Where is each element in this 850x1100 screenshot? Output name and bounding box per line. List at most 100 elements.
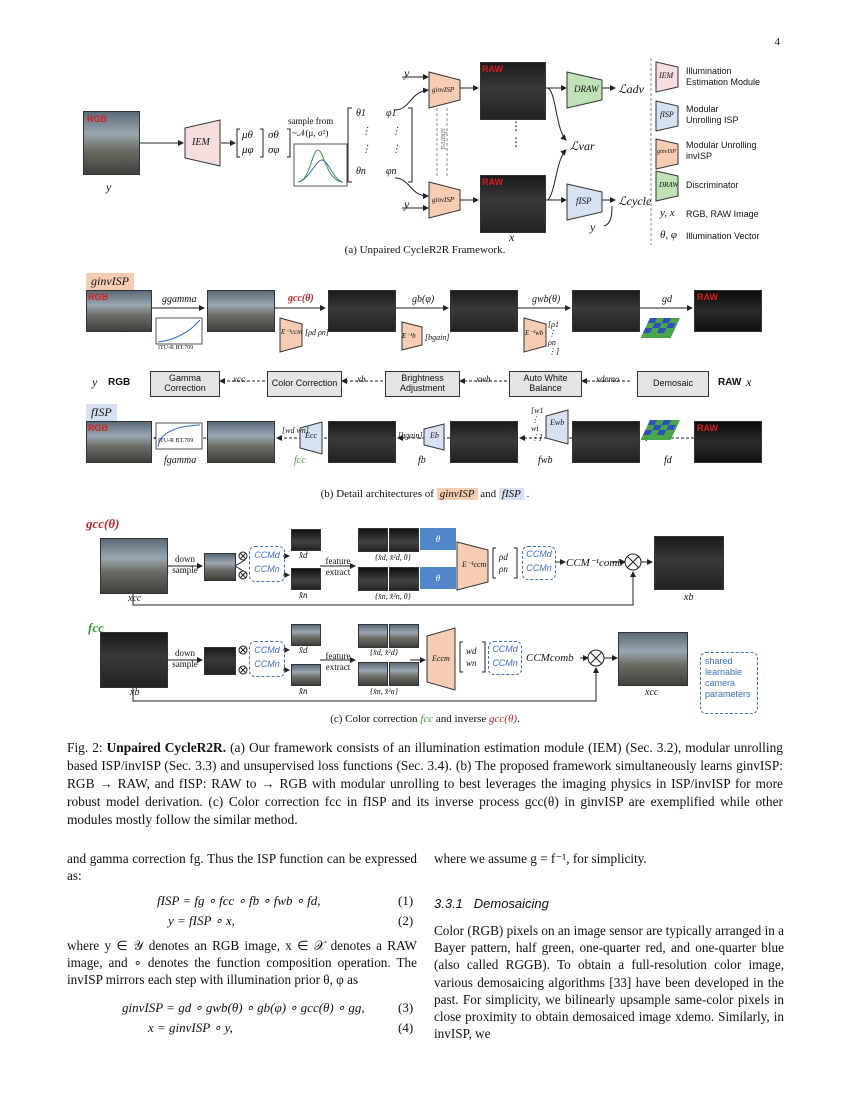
sample-dist: ~𝒩(μ, σ²)	[292, 128, 329, 138]
g-row-img-6	[694, 290, 762, 332]
legend-icon-fisp: fISP	[660, 110, 674, 119]
gcc-rho-pair: ρd ρn	[499, 552, 508, 574]
legend-icon-iem: IEM	[659, 71, 674, 80]
legend-icon-draw: DRAW	[659, 181, 679, 189]
g-row-img-2	[207, 290, 275, 332]
b-gain-bottom: [bgain]	[398, 431, 423, 440]
g-invisp-title: ginvISP	[86, 273, 134, 290]
sigma-theta: σθ	[268, 129, 279, 141]
ewb-inv-top: E⁻¹wb	[525, 329, 544, 337]
g-cc-label: gcc(θ)	[288, 293, 314, 304]
f-d-label: fd	[664, 455, 672, 466]
mu-phi: μφ	[242, 144, 254, 156]
rgb-tag: RGB	[87, 114, 107, 124]
fcc-e-ccm: Eccm	[432, 654, 450, 663]
fcc-feature-extract: feature extract	[325, 651, 351, 672]
equation-3-number: (3)	[398, 1000, 414, 1015]
mid-label-xwb: xwb	[476, 374, 491, 384]
mu-theta: μθ	[242, 129, 253, 141]
fcc-ccm-n-2: CCMn	[492, 658, 518, 668]
iem-label: IEM	[192, 137, 210, 148]
stage-demosaic: Demosaic	[637, 371, 709, 397]
raw-dots: ⋮⋮	[510, 119, 522, 149]
fig-c-caption: (c) Color correction fcc and inverse gcc…	[330, 713, 520, 725]
gcc-ccm-d-2: CCMd	[526, 549, 552, 559]
equation-2-number: (2)	[398, 913, 414, 928]
legend-icon-ginv: ginvISP	[657, 149, 676, 155]
equation-4: x = ginvISP ∘ y,	[148, 1020, 233, 1035]
gcc-ccm-shared: CCMd CCMn	[249, 546, 285, 582]
gcc-feat-n-2	[389, 567, 419, 591]
fcc-xhat-n: x̂n	[299, 686, 308, 696]
shared-label: shared	[439, 128, 448, 150]
theta-dots-2: ⋮	[361, 144, 371, 155]
mid-left-y: y	[92, 375, 98, 389]
w-vec-bottom: [w1 ⋮ wi ⋮]	[531, 406, 544, 442]
fcc-ccm-d: CCMd	[254, 645, 280, 655]
y-cycle: y	[590, 220, 596, 234]
stage-auto-white-balance: Auto White Balance	[509, 371, 582, 397]
mid-label-xcc: xcc	[233, 374, 245, 384]
right-paragraph-2: Color (RGB) pixels on an image sensor ar…	[434, 923, 784, 1042]
gcc-xhat-d: x̂d	[299, 550, 308, 560]
rho-pair-top: [ρd ρn]	[305, 328, 329, 337]
y-in-top: y	[404, 66, 410, 80]
ewb-bottom: Ewb	[550, 418, 565, 427]
gcc-output-image	[654, 536, 724, 590]
fcc-set-n: {x̂n, x̂²n}	[370, 687, 398, 696]
gcc-ccm-comb-inv: CCM⁻¹comb	[566, 557, 623, 569]
section-3-3-1-heading: 3.3.1 Demosaicing	[434, 896, 549, 911]
itu-bottom: ITU-R BT.709	[158, 438, 194, 444]
fcc-ccm-n: CCMn	[254, 659, 280, 669]
f-wb-label: fwb	[538, 455, 553, 466]
equation-1: fISP = fg ∘ fcc ∘ fb ∘ fwb ∘ fd,	[157, 893, 321, 908]
theta-n: θn	[356, 166, 366, 177]
sigma-phi: σφ	[268, 144, 280, 156]
phi-dots-1: ⋮	[391, 126, 401, 137]
sample-text: sample from	[288, 116, 334, 126]
gcc-title: gcc(θ)	[86, 516, 120, 531]
figure-caption-label: Fig. 2:	[67, 740, 103, 755]
gcc-feat-d-1	[358, 528, 388, 552]
raw-image-bottom	[480, 175, 546, 233]
f-row-rgb-tag: RGB	[88, 423, 108, 433]
gcc-downsampled	[204, 553, 236, 581]
legend-icon-yx: y, x	[660, 207, 675, 219]
raw-image-top	[480, 62, 546, 120]
gcc-xhat-d-img	[291, 529, 321, 551]
eb-inv-top: E⁻¹b	[402, 332, 416, 340]
input-y-label: y	[106, 180, 112, 194]
figure-caption-text: (a) Our framework consists of an illumin…	[67, 740, 783, 827]
gcc-ccm-n-2: CCMn	[526, 563, 552, 573]
theta-1: θ1	[356, 108, 366, 119]
mid-label-xb: xb	[357, 374, 366, 384]
stage-brightness-adjustment: Brightness Adjustment	[385, 371, 460, 397]
fcc-feat-n-1	[358, 662, 388, 686]
gcc-down-sample: down sample	[172, 554, 198, 575]
fig-b-connectors	[152, 305, 694, 455]
g-row-img-5	[572, 290, 640, 332]
phi-dots-2: ⋮	[391, 144, 401, 155]
f-row-img-4	[450, 421, 518, 463]
legend-text-yx: RGB, RAW Image	[686, 209, 759, 219]
legend-text-theta-phi: Illumination Vector	[686, 231, 760, 241]
gcc-input-label: xcc	[128, 593, 142, 604]
ginv-top-label: ginvISP	[432, 86, 455, 94]
fcc-ccm-shared: CCMd CCMn	[249, 641, 285, 677]
f-row-img-1	[86, 421, 152, 463]
gcc-e-ccm-inv: E⁻¹ccm	[462, 560, 487, 569]
fcc-ccm-shared-2: CCMd CCMn	[488, 641, 522, 675]
mid-left-rgb: RGB	[108, 377, 131, 388]
f-isp-title: fISP	[86, 404, 117, 421]
figure-caption-bold: Unpaired CycleR2R.	[106, 740, 227, 755]
fcc-ccm-d-2: CCMd	[492, 644, 518, 654]
ecc-bottom: Ecc	[305, 431, 317, 440]
f-isp-label: fISP	[576, 196, 592, 206]
f-b-label: fb	[418, 455, 426, 466]
gcc-xhat-n: x̂n	[299, 590, 308, 600]
legend-text-draw: Discriminator	[686, 180, 739, 190]
g-row-img-1	[86, 290, 152, 332]
fcc-xhat-d-img	[291, 624, 321, 646]
g-row-img-3	[328, 290, 396, 332]
f-row-raw-tag: RAW	[697, 423, 718, 433]
